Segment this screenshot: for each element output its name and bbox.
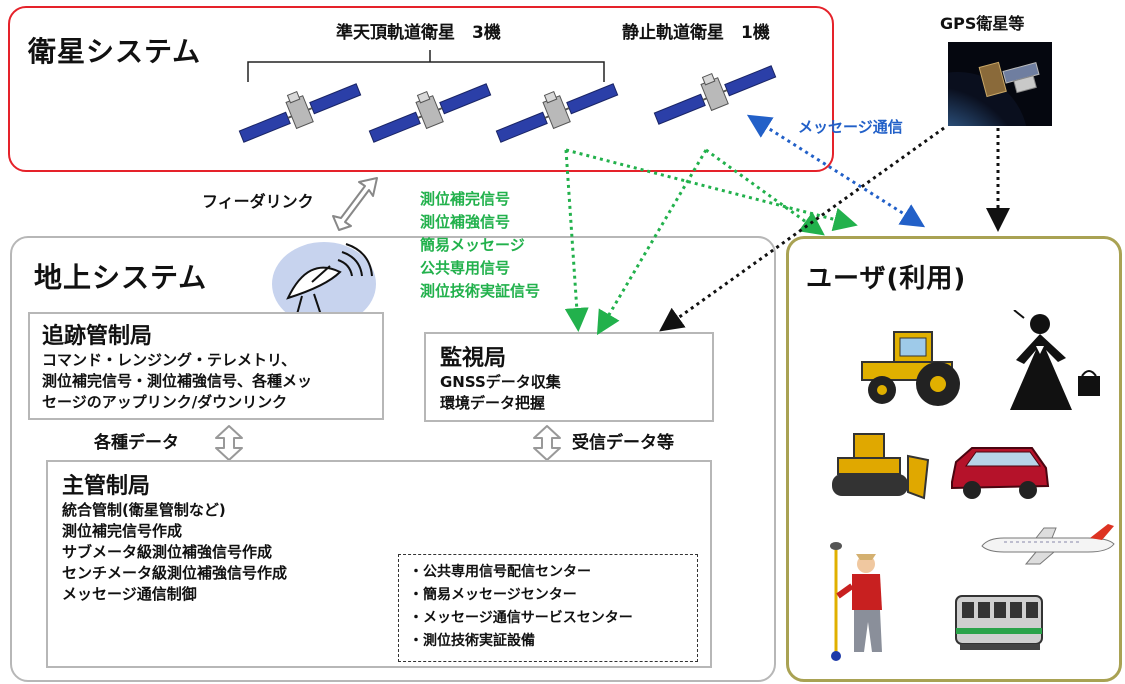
green-arrow	[596, 149, 708, 336]
qzs-satellite-1-icon	[238, 83, 362, 143]
tracking-control-station-title: 追跡管制局	[42, 324, 153, 349]
qzs-satellite-2-icon	[368, 83, 492, 143]
bulldozer-icon	[832, 433, 930, 500]
tracking-line: セージのアップリンク/ダウンリンク	[42, 393, 288, 411]
feeder-link-label: フィーダリンク	[202, 192, 314, 211]
center-item: ・公共専用信号配信センター	[409, 564, 591, 580]
centers-box: ・公共専用信号配信センター ・簡易メッセージセンター ・メッセージ通信サービスセ…	[398, 554, 698, 662]
center-item: ・メッセージ通信サービスセンター	[409, 610, 633, 626]
center-item: ・簡易メッセージセンター	[409, 587, 577, 603]
gps-satellite-icon	[948, 42, 1052, 126]
train-icon	[955, 595, 1043, 650]
airplane-icon	[981, 524, 1115, 565]
antenna-icon	[272, 242, 376, 326]
satellite-system-box	[8, 6, 834, 172]
signal-item: 測位補完信号	[420, 190, 511, 208]
businesswoman-phone-icon	[1010, 310, 1100, 410]
feeder-link-arrow-icon	[332, 177, 378, 231]
master-line: 測位補完信号作成	[62, 522, 183, 540]
surveyor-icon	[830, 542, 882, 661]
geo-label: 静止軌道衛星 1機	[622, 23, 770, 43]
user-title: ユーザ(利用)	[806, 264, 967, 294]
master-control-station-title: 主管制局	[62, 474, 151, 499]
master-line: メッセージ通信制御	[62, 585, 197, 603]
gps-label: GPS衛星等	[940, 14, 1025, 33]
geo-satellite-icon	[653, 65, 777, 125]
tracking-line: コマンド・レンジング・テレメトリ、	[42, 351, 297, 369]
ground-system-box	[10, 236, 776, 682]
satellite-system-title: 衛星システム	[28, 35, 202, 68]
green-arrow	[565, 148, 858, 232]
blue-arrow	[746, 114, 926, 228]
monitor-station-title: 監視局	[440, 346, 507, 371]
tractor-icon	[861, 331, 960, 406]
master-control-station-box: 主管制局 統合管制(衛星管制など) 測位補完信号作成 サブメータ級測位補強信号作…	[46, 460, 712, 668]
various-data-label: 各種データ	[94, 433, 179, 453]
center-item: ・測位技術実証設備	[409, 633, 535, 649]
signal-item: 測位技術実証信号	[420, 282, 541, 300]
master-line: 統合管制(衛星管制など)	[62, 501, 226, 519]
tracking-line: 測位補完信号・測位補強信号、各種メッ	[42, 372, 313, 390]
signal-item: 公共専用信号	[420, 259, 511, 277]
monitor-line: 環境データ把握	[440, 394, 546, 412]
ground-system-title: 地上システム	[34, 261, 208, 294]
signal-item: 測位補強信号	[420, 213, 511, 231]
user-box	[786, 236, 1122, 682]
qzs-satellite-3-icon	[495, 83, 619, 143]
black-arrow	[659, 126, 945, 332]
received-data-label: 受信データ等	[572, 433, 674, 453]
master-line: センチメータ級測位補強信号作成	[62, 564, 288, 582]
signal-list: 測位補完信号 測位補強信号 簡易メッセージ 公共専用信号 測位技術実証信号	[420, 188, 540, 303]
signal-item: 簡易メッセージ	[420, 236, 525, 254]
tracking-control-station-box: 追跡管制局 コマンド・レンジング・テレメトリ、 測位補完信号・測位補強信号、各種…	[28, 312, 384, 420]
monitor-station-box: 監視局 GNSSデータ収集 環境データ把握	[424, 332, 714, 422]
qzss-label: 準天頂軌道衛星 3機	[336, 23, 501, 43]
green-arrow	[564, 149, 589, 332]
minivan-icon	[951, 447, 1050, 499]
monitor-line: GNSSデータ収集	[440, 373, 561, 391]
master-line: サブメータ級測位補強信号作成	[62, 543, 273, 561]
